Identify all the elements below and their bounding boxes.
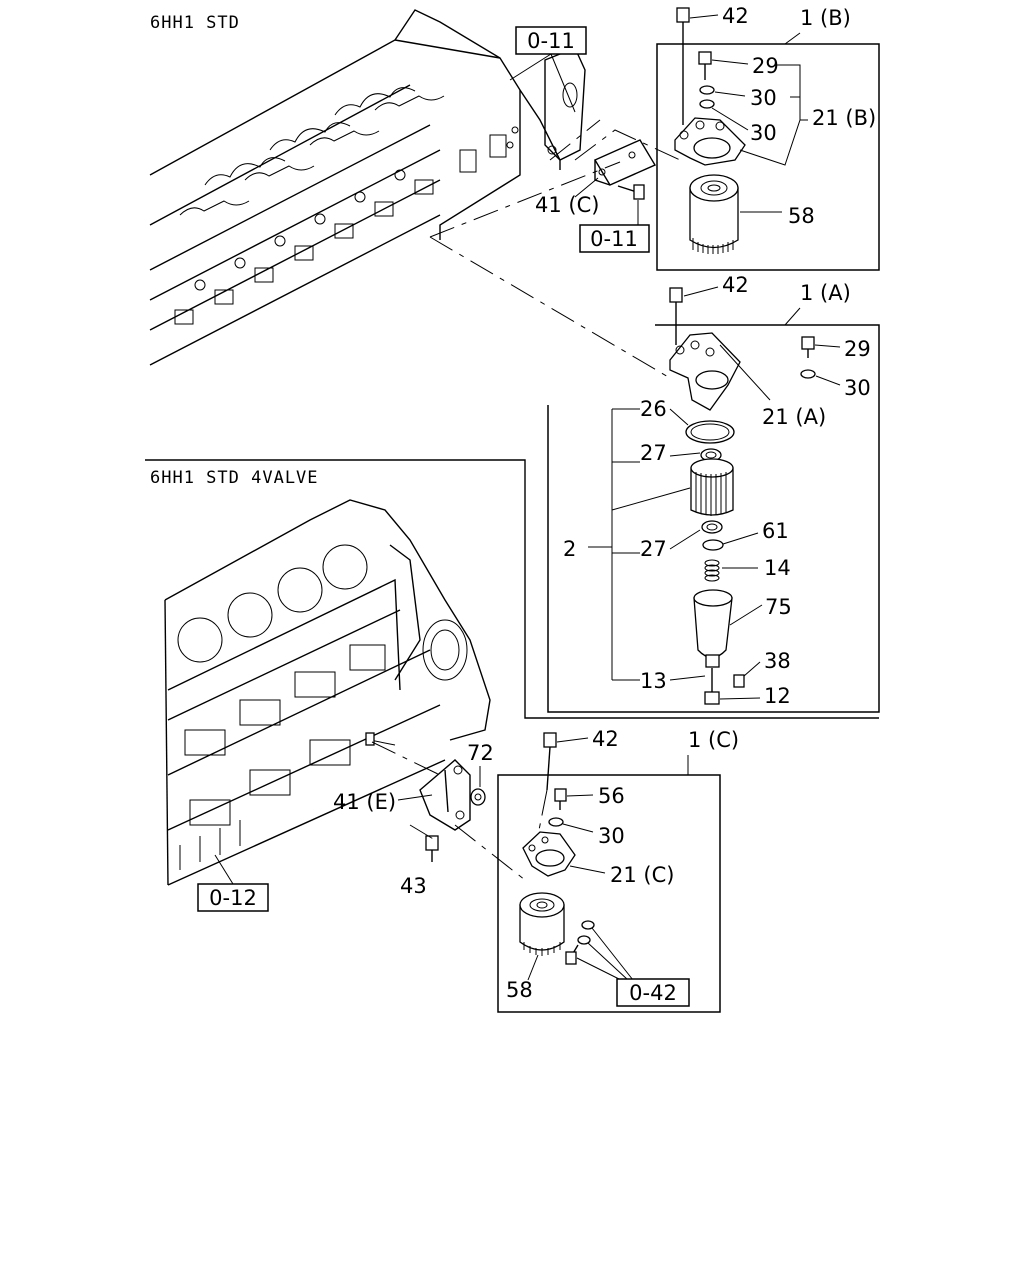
filter-element [690, 458, 734, 516]
nut-72 [470, 788, 486, 806]
filter-case-75 [693, 589, 733, 668]
filter-head-21b [674, 117, 746, 166]
assembly-box-1b [656, 43, 880, 271]
label-61: 61 [762, 519, 789, 543]
label-21-c: 21 (C) [610, 863, 674, 887]
label-42-a: 42 [722, 273, 749, 297]
label-1a: 1 (A) [800, 281, 851, 305]
label-30-b1: 30 [750, 86, 777, 110]
bolt-0-42 [565, 944, 579, 965]
label-21-a: 21 (A) [762, 405, 826, 429]
assembly-box-1a [547, 324, 880, 713]
washer-30-c [548, 817, 564, 827]
label-1b: 1 (B) [800, 6, 851, 30]
washer-30-b1 [699, 85, 715, 95]
ref-0-11-top: 0-11 [527, 29, 575, 53]
section-title-std-4valve: 6HH1 STD 4VALVE [150, 468, 319, 488]
bolt-29-a [801, 336, 815, 358]
ref-box-0-42[interactable]: 0-42 [616, 978, 690, 1007]
ref-0-11-bottom: 0-11 [590, 227, 638, 251]
section-divider [145, 459, 879, 719]
label-12: 12 [764, 684, 791, 708]
seal-27-lower [701, 520, 723, 534]
label-30-c: 30 [598, 824, 625, 848]
bolt-56 [554, 788, 567, 810]
label-41e: 41 (E) [333, 790, 396, 814]
o-ring-26 [685, 420, 735, 444]
ref-box-0-11-bottom[interactable]: 0-11 [579, 224, 650, 253]
engine-block-top [149, 9, 586, 366]
label-72: 72 [467, 741, 494, 765]
ref-0-42: 0-42 [629, 981, 677, 1005]
bracket-41e [419, 759, 471, 831]
washer-0-42-b [577, 935, 591, 945]
label-21-b: 21 (B) [812, 106, 876, 130]
label-42-c: 42 [592, 727, 619, 751]
spring-14 [704, 559, 720, 582]
filter-head-21a [669, 332, 741, 411]
washer-30-a [800, 369, 816, 379]
label-2: 2 [563, 537, 576, 561]
bolt-29-b [698, 51, 712, 80]
label-27-lower: 27 [640, 537, 667, 561]
plug-38 [733, 674, 745, 688]
label-14: 14 [764, 556, 791, 580]
label-13: 13 [640, 669, 667, 693]
label-29-b: 29 [752, 54, 779, 78]
label-38: 38 [764, 649, 791, 673]
oil-filter-58-c [519, 892, 565, 956]
label-26: 26 [640, 397, 667, 421]
section-title-std: 6HH1 STD [150, 13, 240, 33]
washer-0-42-a [581, 920, 595, 930]
label-58-b: 58 [788, 204, 815, 228]
label-56: 56 [598, 784, 625, 808]
ref-box-0-11-top[interactable]: 0-11 [515, 26, 587, 55]
filter-head-21c [522, 831, 576, 877]
engine-block-bottom [164, 499, 491, 886]
label-43: 43 [400, 874, 427, 898]
assembly-box-1c [497, 774, 721, 1013]
label-29-a: 29 [844, 337, 871, 361]
label-75: 75 [765, 595, 792, 619]
bolt-42-b [676, 7, 690, 125]
washer-61 [702, 539, 724, 551]
label-58-c: 58 [506, 978, 533, 1002]
label-1c: 1 (C) [688, 728, 739, 752]
bolt-42-a [669, 287, 683, 345]
label-42-b: 42 [722, 4, 749, 28]
label-30-a: 30 [844, 376, 871, 400]
label-41c: 41 (C) [535, 193, 599, 217]
center-bolt-12 [704, 668, 720, 705]
bolt-43 [425, 835, 439, 862]
bolt-41c [617, 184, 645, 200]
oil-filter-58-b [689, 174, 739, 254]
label-30-b2: 30 [750, 121, 777, 145]
washer-30-b2 [699, 99, 715, 109]
label-27-upper: 27 [640, 441, 667, 465]
ref-0-12: 0-12 [209, 886, 257, 910]
bracket-41c [593, 139, 657, 186]
bolt-42-c [543, 732, 557, 791]
ref-box-0-12[interactable]: 0-12 [197, 883, 269, 912]
